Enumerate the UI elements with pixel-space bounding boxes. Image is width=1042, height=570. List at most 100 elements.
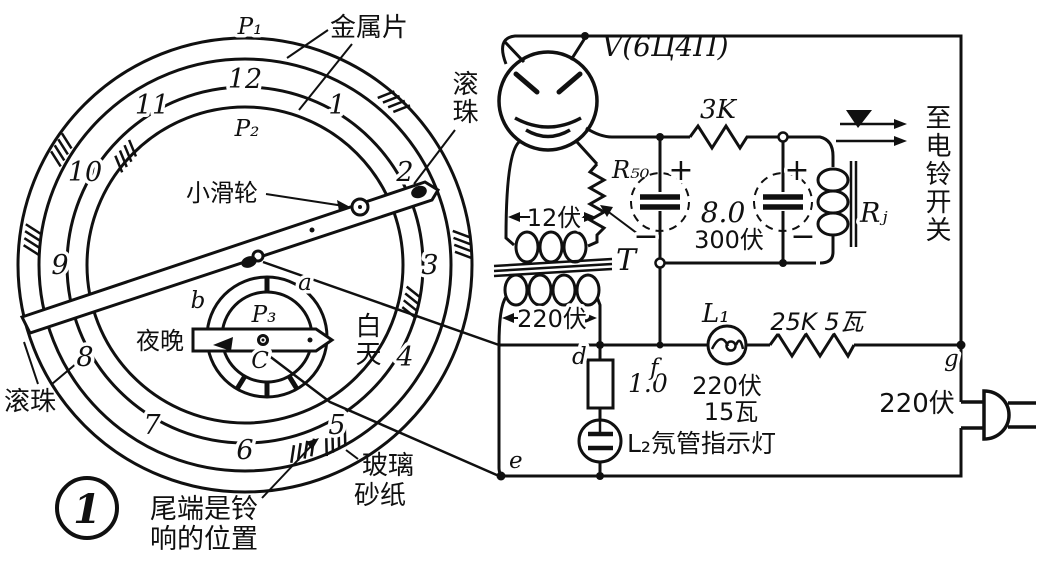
anode-plates: [513, 71, 583, 95]
cap2-minus: −: [790, 219, 815, 254]
transformer-core: [493, 257, 613, 278]
node-g: g: [944, 346, 959, 372]
label-12v: 12伏: [527, 204, 582, 232]
neon-lamp-l2: [577, 418, 623, 476]
label-r50: R₅₀: [611, 156, 650, 184]
label-tube: V(6Ц4П): [602, 30, 729, 63]
heater-filament: [514, 116, 582, 139]
dial-leader-lines: [23, 29, 456, 499]
label-sandpaper-line1: 玻璃: [362, 451, 414, 481]
terminal-dots: [654, 131, 789, 269]
hour-2: 2: [395, 157, 413, 188]
label-l1-volts: 220伏: [692, 372, 762, 400]
label-bell-position-line2: 响的位置: [150, 524, 258, 555]
dimension-arrows: [502, 212, 597, 323]
hour-12: 12: [228, 64, 262, 95]
bar-rivet: [307, 337, 313, 343]
hour-9: 9: [51, 250, 68, 281]
vacuum-tube: [497, 37, 599, 152]
circuit: [493, 32, 1036, 481]
rolling-ball: [411, 185, 427, 199]
hour-4: 4: [395, 342, 413, 373]
resistor-r50: [586, 163, 608, 248]
hour-1: 1: [328, 90, 345, 121]
day-night-bar: [191, 327, 335, 353]
heater-lead-left: [504, 140, 521, 247]
label-metal-strip: 金属片: [330, 13, 408, 43]
figure-number: 1: [73, 486, 101, 533]
label-220v-primary: 220伏: [517, 305, 587, 333]
ring-label-a: a: [298, 270, 312, 296]
label-cap-value: 8.0: [701, 196, 746, 229]
ring-label-p2: P₂: [234, 116, 260, 142]
label-sandpaper-line2: 砂纸: [354, 481, 406, 511]
label-bell-position-line1: 尾端是铃: [150, 494, 258, 525]
dial-ring-inner-2: [85, 105, 405, 425]
hour-10: 10: [68, 157, 102, 188]
figure-number-badge: 1: [55, 476, 119, 540]
ring-label-p1: P₁: [237, 14, 263, 40]
primary-leads: [497, 296, 602, 346]
r50-wiper: [605, 209, 639, 235]
label-l1-watts: 15瓦: [704, 398, 759, 426]
cap1-plus: +: [668, 153, 693, 188]
relay-top-lead: [787, 135, 835, 167]
capacitor-1: [630, 137, 690, 263]
label-small-pulley: 小滑轮: [186, 179, 258, 207]
label-cap-volts: 300伏: [694, 226, 764, 254]
node-e: e: [509, 448, 523, 474]
label-l2: L₂氖管指示灯: [627, 429, 776, 458]
hour-11: 11: [135, 90, 169, 121]
label-mains-volts: 220伏: [879, 389, 955, 419]
hour-5: 5: [328, 410, 345, 441]
contact-segments: [21, 84, 473, 465]
label-day: 白天: [351, 312, 381, 368]
hour-7: 7: [143, 410, 161, 441]
ring-label-p3: P₃: [251, 302, 277, 328]
label-night: 夜晚: [136, 327, 184, 355]
label-transformer: T: [616, 243, 638, 278]
junction-dots: [496, 32, 966, 481]
dial-ring-outer-2: [37, 57, 453, 473]
relay-contacts: [849, 161, 858, 247]
label-bell-switch: 至电铃开关: [921, 104, 951, 244]
dial-numbers: 12 1 2 3 4 5 6 7 8 9 10 11 P₁ P₂ P₃ C a …: [48, 11, 442, 470]
transformer: [493, 230, 613, 346]
label-1-0: 1.0: [628, 369, 668, 398]
node-d: d: [572, 344, 587, 370]
hub-spokes: [234, 277, 300, 397]
resistor-25k: [768, 331, 856, 359]
label-l1: L₁: [701, 299, 730, 329]
pivot-roller: [241, 256, 257, 268]
resistor-1-0: [586, 345, 615, 420]
cathode-wire: [585, 126, 690, 139]
dial-to-circuit-wires: [262, 260, 500, 478]
balance-arm: [19, 180, 441, 335]
label-25k: 25K 5瓦: [770, 308, 866, 336]
label-ball-bottom: 滚珠: [4, 387, 56, 417]
night-pointer-arrow: [213, 337, 233, 351]
resistor-3k: [688, 123, 779, 151]
contact-wire-c: [267, 354, 500, 478]
hour-8: 8: [76, 342, 93, 373]
mains-plug: [961, 389, 1036, 441]
heater-lead-right: [575, 140, 599, 166]
label-relay: Rⱼ: [859, 198, 888, 229]
cap2-plus: +: [784, 153, 809, 188]
capacitor-2: [753, 141, 813, 263]
lamp-l1: [706, 324, 748, 366]
contact-wire-a: [262, 260, 500, 347]
bell-switch-arrows: [836, 110, 907, 146]
hour-3: 3: [421, 250, 438, 281]
hour-6: 6: [236, 435, 253, 466]
relay-coil: [816, 161, 858, 265]
ring-label-b: b: [191, 288, 206, 314]
dial-ring-inner-1: [65, 85, 425, 445]
cap1-minus: −: [633, 219, 658, 254]
anode-leads: [503, 37, 587, 64]
label-3k: 3K: [700, 95, 738, 125]
label-ball-top: 滚珠: [448, 70, 478, 126]
ring-label-c: C: [251, 348, 269, 374]
